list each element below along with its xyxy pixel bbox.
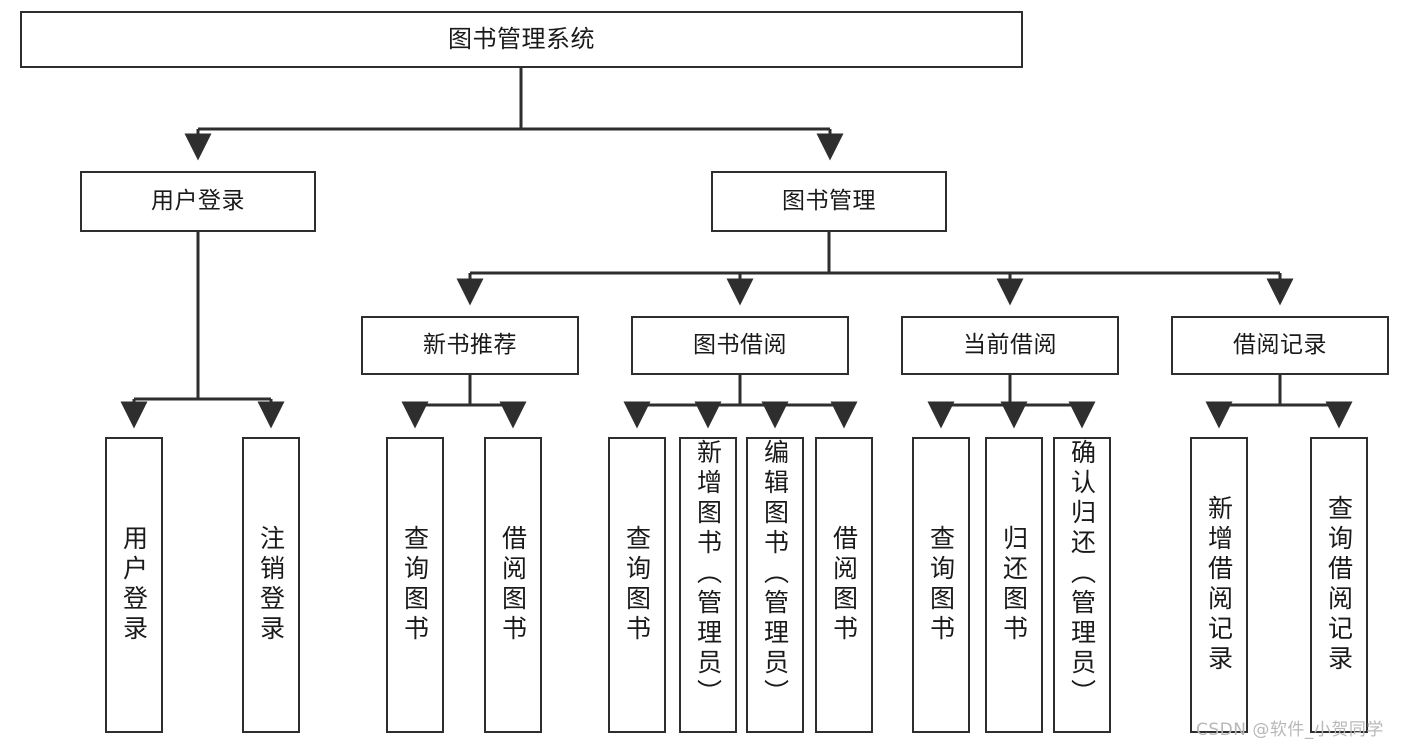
node-leaf-query-book-rec[interactable]: 查询图书 — [386, 437, 444, 733]
node-leaf-add-book[interactable]: 新增图书（管理员） — [679, 437, 737, 733]
node-book-borrow[interactable]: 图书借阅 — [631, 316, 849, 375]
node-label: 图书管理系统 — [448, 24, 595, 53]
node-label: 归还图书 — [999, 525, 1029, 645]
node-root-system[interactable]: 图书管理系统 — [20, 11, 1023, 68]
node-label: 借阅图书 — [829, 525, 859, 645]
node-leaf-query-book-current[interactable]: 查询图书 — [912, 437, 970, 733]
node-label: 查询图书 — [622, 525, 652, 645]
node-label: 新增借阅记录 — [1204, 495, 1234, 675]
node-label: 用户登录 — [119, 525, 149, 645]
node-leaf-user-login[interactable]: 用户登录 — [105, 437, 163, 733]
node-current-borrow[interactable]: 当前借阅 — [901, 316, 1119, 375]
node-label: 确认归还（管理员） — [1067, 439, 1097, 709]
node-leaf-return-book[interactable]: 归还图书 — [985, 437, 1043, 733]
node-label: 编辑图书（管理员） — [760, 439, 790, 709]
node-leaf-edit-book[interactable]: 编辑图书（管理员） — [746, 437, 804, 733]
node-label: 新增图书（管理员） — [693, 439, 723, 709]
node-leaf-logout[interactable]: 注销登录 — [242, 437, 300, 733]
node-label: 查询图书 — [926, 525, 956, 645]
node-label: 图书管理 — [782, 188, 876, 215]
node-leaf-query-book[interactable]: 查询图书 — [608, 437, 666, 733]
node-borrow-record[interactable]: 借阅记录 — [1171, 316, 1389, 375]
node-label: 用户登录 — [151, 188, 245, 215]
node-leaf-borrow-book[interactable]: 借阅图书 — [815, 437, 873, 733]
node-leaf-confirm-return[interactable]: 确认归还（管理员） — [1053, 437, 1111, 733]
node-label: 注销登录 — [256, 525, 286, 645]
node-label: 查询图书 — [400, 525, 430, 645]
node-leaf-add-record[interactable]: 新增借阅记录 — [1190, 437, 1248, 733]
node-leaf-borrow-book-rec[interactable]: 借阅图书 — [484, 437, 542, 733]
node-leaf-query-record[interactable]: 查询借阅记录 — [1310, 437, 1368, 733]
node-label: 借阅图书 — [498, 525, 528, 645]
node-label: 查询借阅记录 — [1324, 495, 1354, 675]
node-new-book-rec[interactable]: 新书推荐 — [361, 316, 579, 375]
node-label: 当前借阅 — [963, 332, 1057, 359]
node-label: 借阅记录 — [1233, 332, 1327, 359]
node-label: 图书借阅 — [693, 332, 787, 359]
node-book-manage[interactable]: 图书管理 — [711, 171, 947, 232]
node-label: 新书推荐 — [423, 332, 517, 359]
csdn-watermark: CSDN @软件_小贺同学 — [1196, 720, 1384, 740]
node-user-login[interactable]: 用户登录 — [80, 171, 316, 232]
